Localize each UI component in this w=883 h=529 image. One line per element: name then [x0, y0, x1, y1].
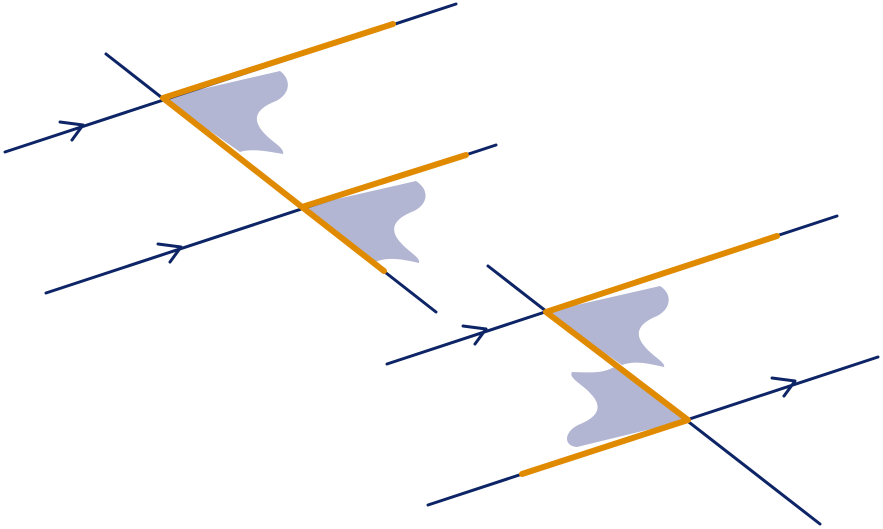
- angle-fill-upper: [546, 286, 669, 367]
- parallel-arrow-upper: [461, 324, 488, 346]
- highlight-z-shape: [519, 233, 780, 477]
- parallel-arrow-upper: [58, 120, 85, 142]
- angle-fill-lower: [566, 365, 688, 447]
- corresponding-angles-figure: [3, 2, 498, 314]
- alternate-angles-figure: [385, 214, 880, 526]
- angle-fill-lower: [302, 181, 426, 263]
- highlight-angle-lower: [299, 152, 469, 274]
- parallel-arrow-lower: [156, 242, 183, 264]
- highlight-angle-upper: [160, 21, 396, 210]
- parallel-arrow-lower: [770, 376, 797, 398]
- angle-fill-upper: [163, 71, 288, 154]
